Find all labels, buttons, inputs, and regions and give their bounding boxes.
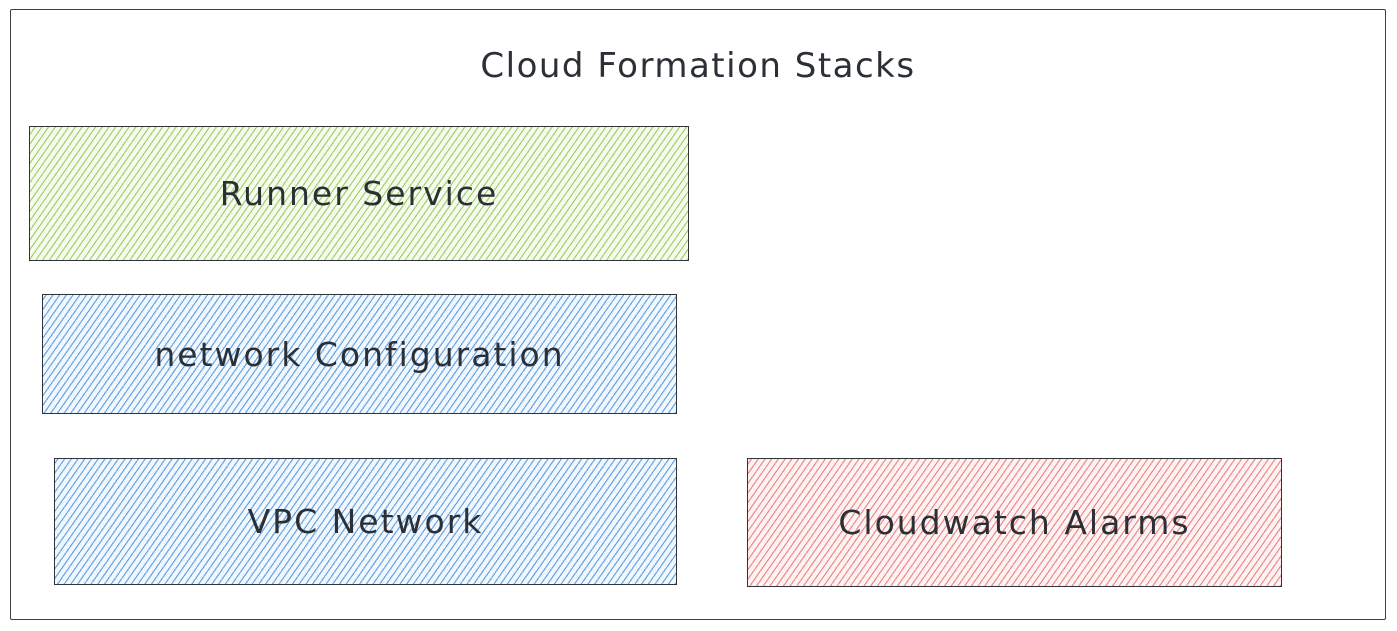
cloudformation-stacks-frame: Cloud Formation Stacks — [10, 9, 1386, 620]
network-configuration-label: network Configuration — [154, 334, 565, 374]
runner-service-label: Runner Service — [219, 174, 499, 213]
vpc-network-label: VPC Network — [247, 502, 484, 541]
network-configuration-box[interactable]: network Configuration — [42, 294, 677, 414]
diagram-title: Cloud Formation Stacks — [480, 46, 916, 86]
cloudwatch-alarms-box[interactable]: Cloudwatch Alarms — [747, 458, 1282, 587]
vpc-network-box[interactable]: VPC Network — [54, 458, 677, 585]
cloudwatch-alarms-label: Cloudwatch Alarms — [838, 503, 1191, 542]
runner-service-box[interactable]: Runner Service — [29, 126, 689, 261]
